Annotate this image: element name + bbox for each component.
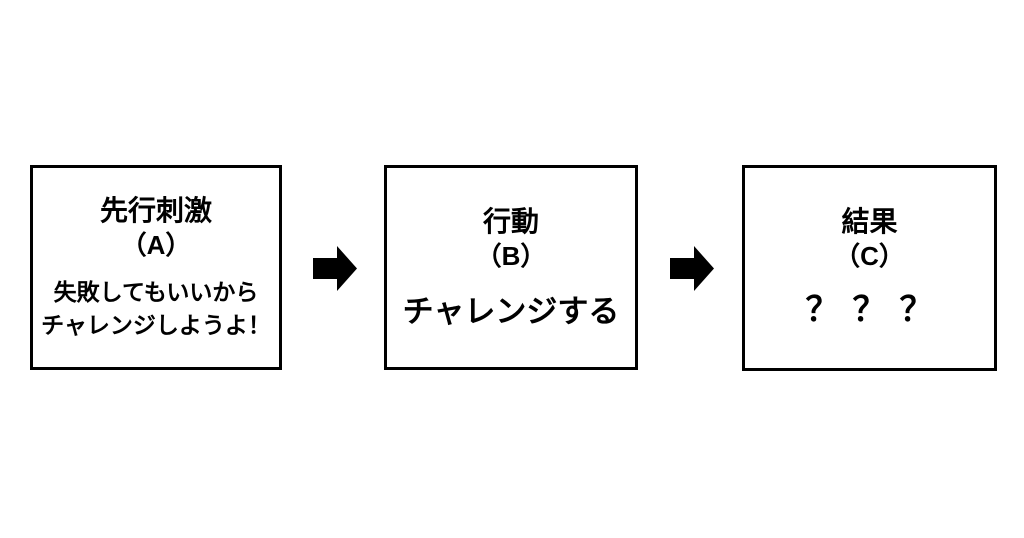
box-body-line: ？？？ xyxy=(805,291,947,329)
abc-box-behavior: 行動 （B） チャレンジする xyxy=(384,165,638,370)
box-body-line: チャレンジしようよ！ xyxy=(41,311,271,338)
box-title: 先行刺激 xyxy=(99,194,212,226)
box-label: （B） xyxy=(475,240,547,271)
box-title: 結果 xyxy=(841,206,898,237)
abc-box-consequence: 結果 （C） ？？？ xyxy=(742,165,997,371)
box-title: 行動 xyxy=(482,205,539,237)
box-body-line: チャレンジする xyxy=(402,293,620,329)
box-body: 失敗してもいいから チャレンジしようよ！ xyxy=(41,276,271,342)
arrow-right-icon xyxy=(313,246,357,291)
box-body: チャレンジする xyxy=(403,293,620,331)
box-body: ？？？ xyxy=(806,289,934,331)
arrow-right-icon xyxy=(670,246,714,291)
box-body-line: 失敗してもいいから xyxy=(53,278,259,305)
box-label: （C） xyxy=(834,241,905,271)
box-label: （A） xyxy=(120,229,192,260)
abc-box-antecedent: 先行刺激 （A） 失敗してもいいから チャレンジしようよ！ xyxy=(30,165,282,370)
